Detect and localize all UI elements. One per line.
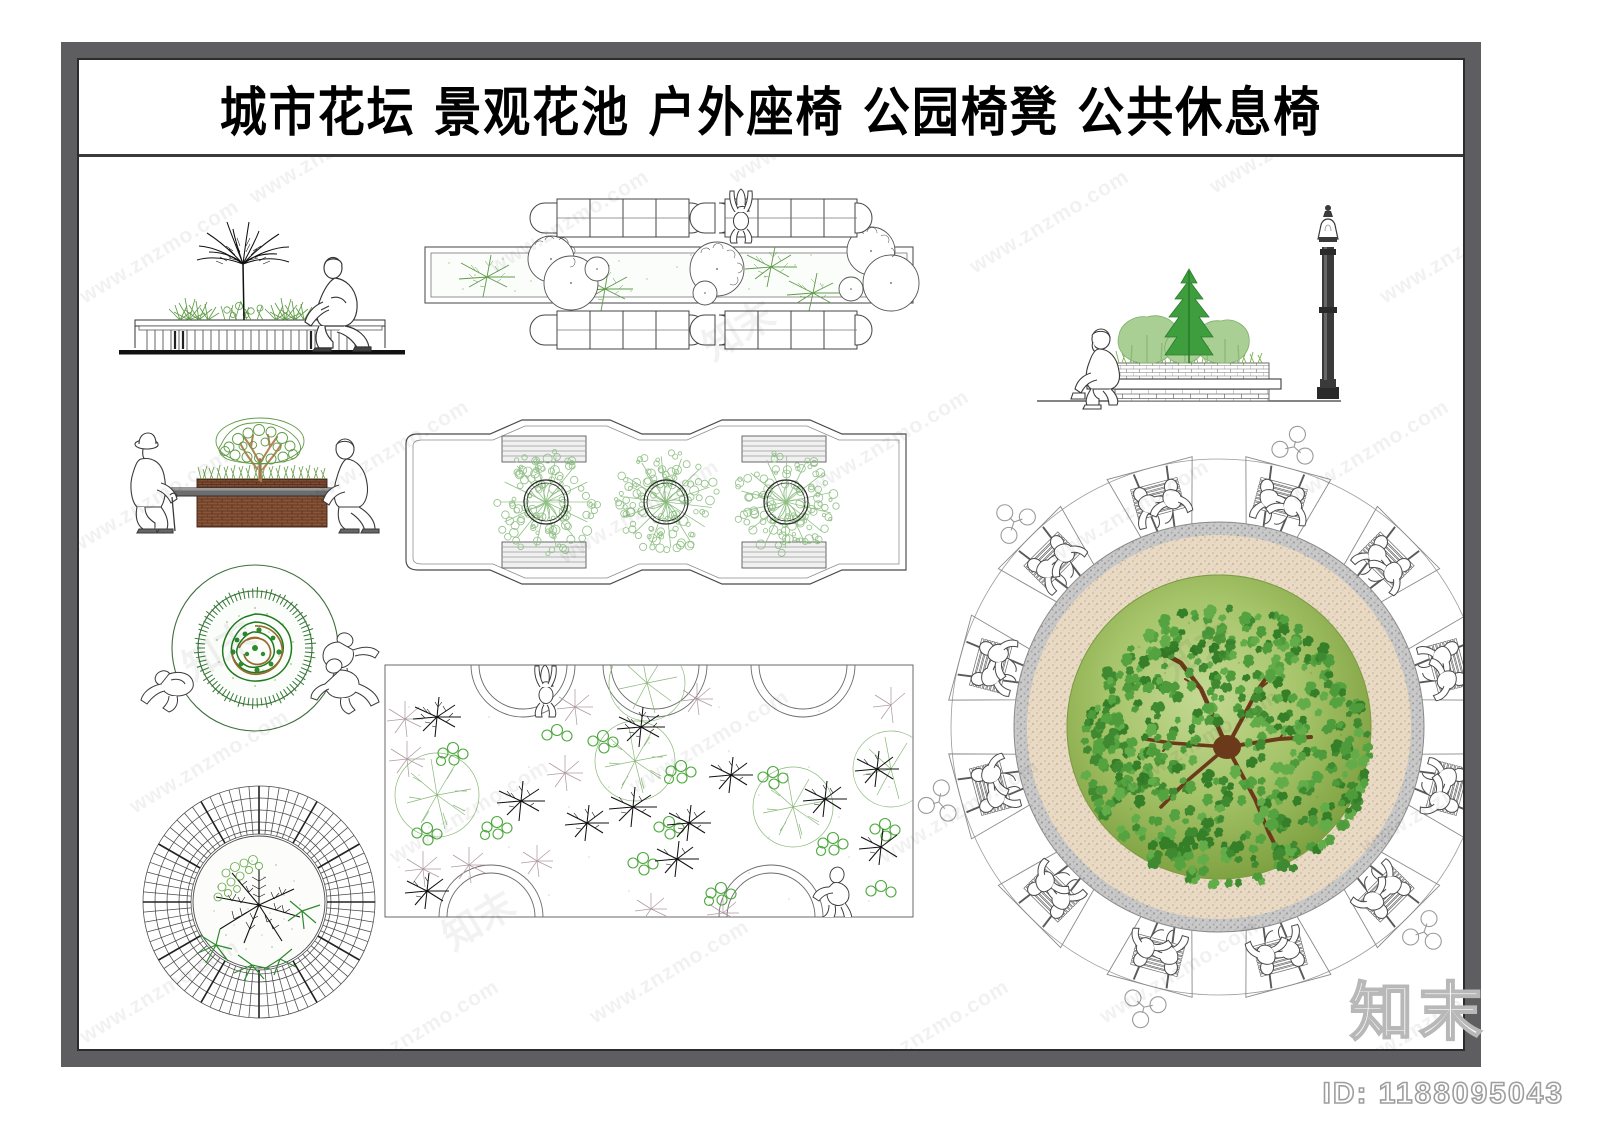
- figure-bench-elevation-palm: [117, 202, 407, 372]
- shrub-cluster-upper-left: [213, 855, 264, 902]
- tree-pit-outline-offset: [412, 425, 900, 579]
- radial-paving-ring: [142, 785, 376, 1019]
- figure-round-planter-plan-small: [127, 562, 397, 737]
- plaza-bench-unit: [1342, 850, 1442, 950]
- plaza-seated-figure: [1131, 927, 1173, 967]
- figure-planting-bed-paving-plan: [379, 647, 919, 927]
- brand-watermark: 知末: [1349, 975, 1488, 1050]
- plaza-seated-figure: [1149, 478, 1194, 524]
- plaza-bench-unit: [1106, 456, 1194, 543]
- plaza-bench-unit: [1403, 753, 1463, 840]
- sheet-id-label: ID: 1188095043: [1322, 1076, 1564, 1111]
- planter-brick-plinth: [1114, 388, 1270, 402]
- ground-line: [119, 350, 405, 355]
- figure-bench-elevation-brick-planter: [117, 397, 407, 537]
- standing-figure-upper: [534, 665, 557, 718]
- seated-figure-female: [322, 438, 380, 534]
- plaza-seated-figure: [1027, 857, 1071, 896]
- sheet-frame: 城市花坛 景观花池 户外座椅 公园椅凳 公共休息椅: [57, 38, 1485, 1071]
- plaza-outer-marker: [1124, 989, 1167, 1029]
- plaza-bench-unit: [996, 504, 1096, 604]
- sheet-inner: 城市花坛 景观花池 户外座椅 公园椅凳 公共休息椅: [77, 58, 1465, 1051]
- palm-trunk: [242, 263, 245, 321]
- outer-guide-circle: [950, 458, 1463, 996]
- plaza-outer-marker: [1271, 425, 1314, 465]
- drawing-area: [79, 157, 1463, 1049]
- seated-figure-with-hat: [130, 432, 178, 534]
- shrub-cluster-right: [264, 297, 316, 321]
- bright-shrub-clumps: [411, 723, 901, 907]
- tree-pit-outline: [405, 419, 907, 585]
- tree-plan-symbol-1: [493, 449, 601, 557]
- inner-bed-speckle: [213, 860, 301, 950]
- bench-run-bottom: [529, 310, 873, 350]
- planter-strip-inner: [430, 252, 908, 298]
- standing-figure-top: [729, 188, 753, 244]
- bench-slat-accents: [173, 331, 321, 349]
- figure-circular-tree-plaza-plan: [917, 425, 1463, 1029]
- seated-figure-female: [1070, 328, 1121, 410]
- black-palm-symbols: [404, 696, 899, 910]
- plaza-seated-figure: [1419, 773, 1459, 815]
- planter-tree: [215, 417, 305, 483]
- planter-brick-body: [196, 494, 328, 528]
- plaza-seated-figure: [1265, 487, 1307, 527]
- tree-plan-symbol-3: [734, 450, 840, 557]
- grass-tuft-row: [197, 464, 326, 480]
- reclining-figure-right-lower: [310, 658, 380, 715]
- seated-figure-male: [304, 256, 372, 352]
- plaza-seated-figure: [1050, 535, 1089, 579]
- walking-figure-lower: [812, 866, 853, 917]
- central-palm-symbol: [215, 869, 301, 944]
- plaza-radial-benches: [917, 425, 1463, 1029]
- plaza-outer-marker: [996, 504, 1036, 544]
- title-band: 城市花坛 景观花池 户外座椅 公园椅凳 公共休息椅: [79, 60, 1463, 157]
- plaza-seated-figure: [979, 639, 1019, 681]
- plaza-bench-unit: [1342, 505, 1441, 604]
- plaza-bench-unit: [948, 614, 1035, 701]
- central-planting-mass: [222, 613, 293, 682]
- paving-ring: [1027, 535, 1411, 919]
- palm-plan-symbols: [458, 246, 839, 312]
- central-planting-speckle: [230, 627, 282, 673]
- palm-frond-detail: [215, 237, 271, 265]
- planter-brick-upper: [1114, 362, 1270, 380]
- tree-canopy-plan-symbols: [527, 226, 920, 312]
- green-accent-plants: [197, 900, 321, 982]
- figure-tree-pit-bench-plan: [394, 412, 924, 592]
- plaza-outer-marker: [1402, 910, 1442, 950]
- plaza-bench-unit: [1106, 911, 1193, 1029]
- figure-round-planter-plan-radial: [134, 777, 384, 1027]
- central-planting-brown: [231, 625, 284, 676]
- palm-fronds: [196, 221, 290, 265]
- plaza-bench-unit: [997, 850, 1096, 949]
- figure-raised-planter-lamp-elevation: [1029, 187, 1349, 417]
- plaza-seated-figure: [1349, 875, 1388, 919]
- shrub-cluster-left: [168, 297, 220, 321]
- tree-plan-symbol-2: [614, 449, 720, 554]
- plaza-seated-figure: [1367, 558, 1411, 597]
- tree-canopy: [215, 417, 305, 465]
- plaza-seated-figure: [1045, 879, 1088, 919]
- plaza-tree-canopy: [1080, 604, 1374, 890]
- reclining-figure-left: [140, 670, 194, 713]
- bench-under-slab: [138, 325, 383, 331]
- light-canopy-symbols: [394, 665, 913, 848]
- plaza-seated-figure: [970, 752, 1016, 797]
- bench-run-top: [529, 198, 873, 238]
- page-title: 城市花坛 景观花池 户外座椅 公园椅凳 公共休息椅: [219, 81, 1323, 144]
- figure-linear-planter-bench-plan: [419, 185, 920, 365]
- ground-cover: [220, 300, 264, 321]
- plaza-seated-figure: [1422, 657, 1463, 702]
- gravel-ring: [1014, 522, 1424, 932]
- plaza-tree-trunk: [1213, 735, 1241, 759]
- plaza-bench-unit: [1244, 911, 1332, 998]
- plaza-outer-marker: [917, 779, 957, 822]
- plaza-bench-unit: [1403, 614, 1463, 702]
- street-lamp: [1317, 205, 1339, 399]
- plaza-seated-figure: [1244, 930, 1289, 976]
- grass-ring: [193, 586, 317, 710]
